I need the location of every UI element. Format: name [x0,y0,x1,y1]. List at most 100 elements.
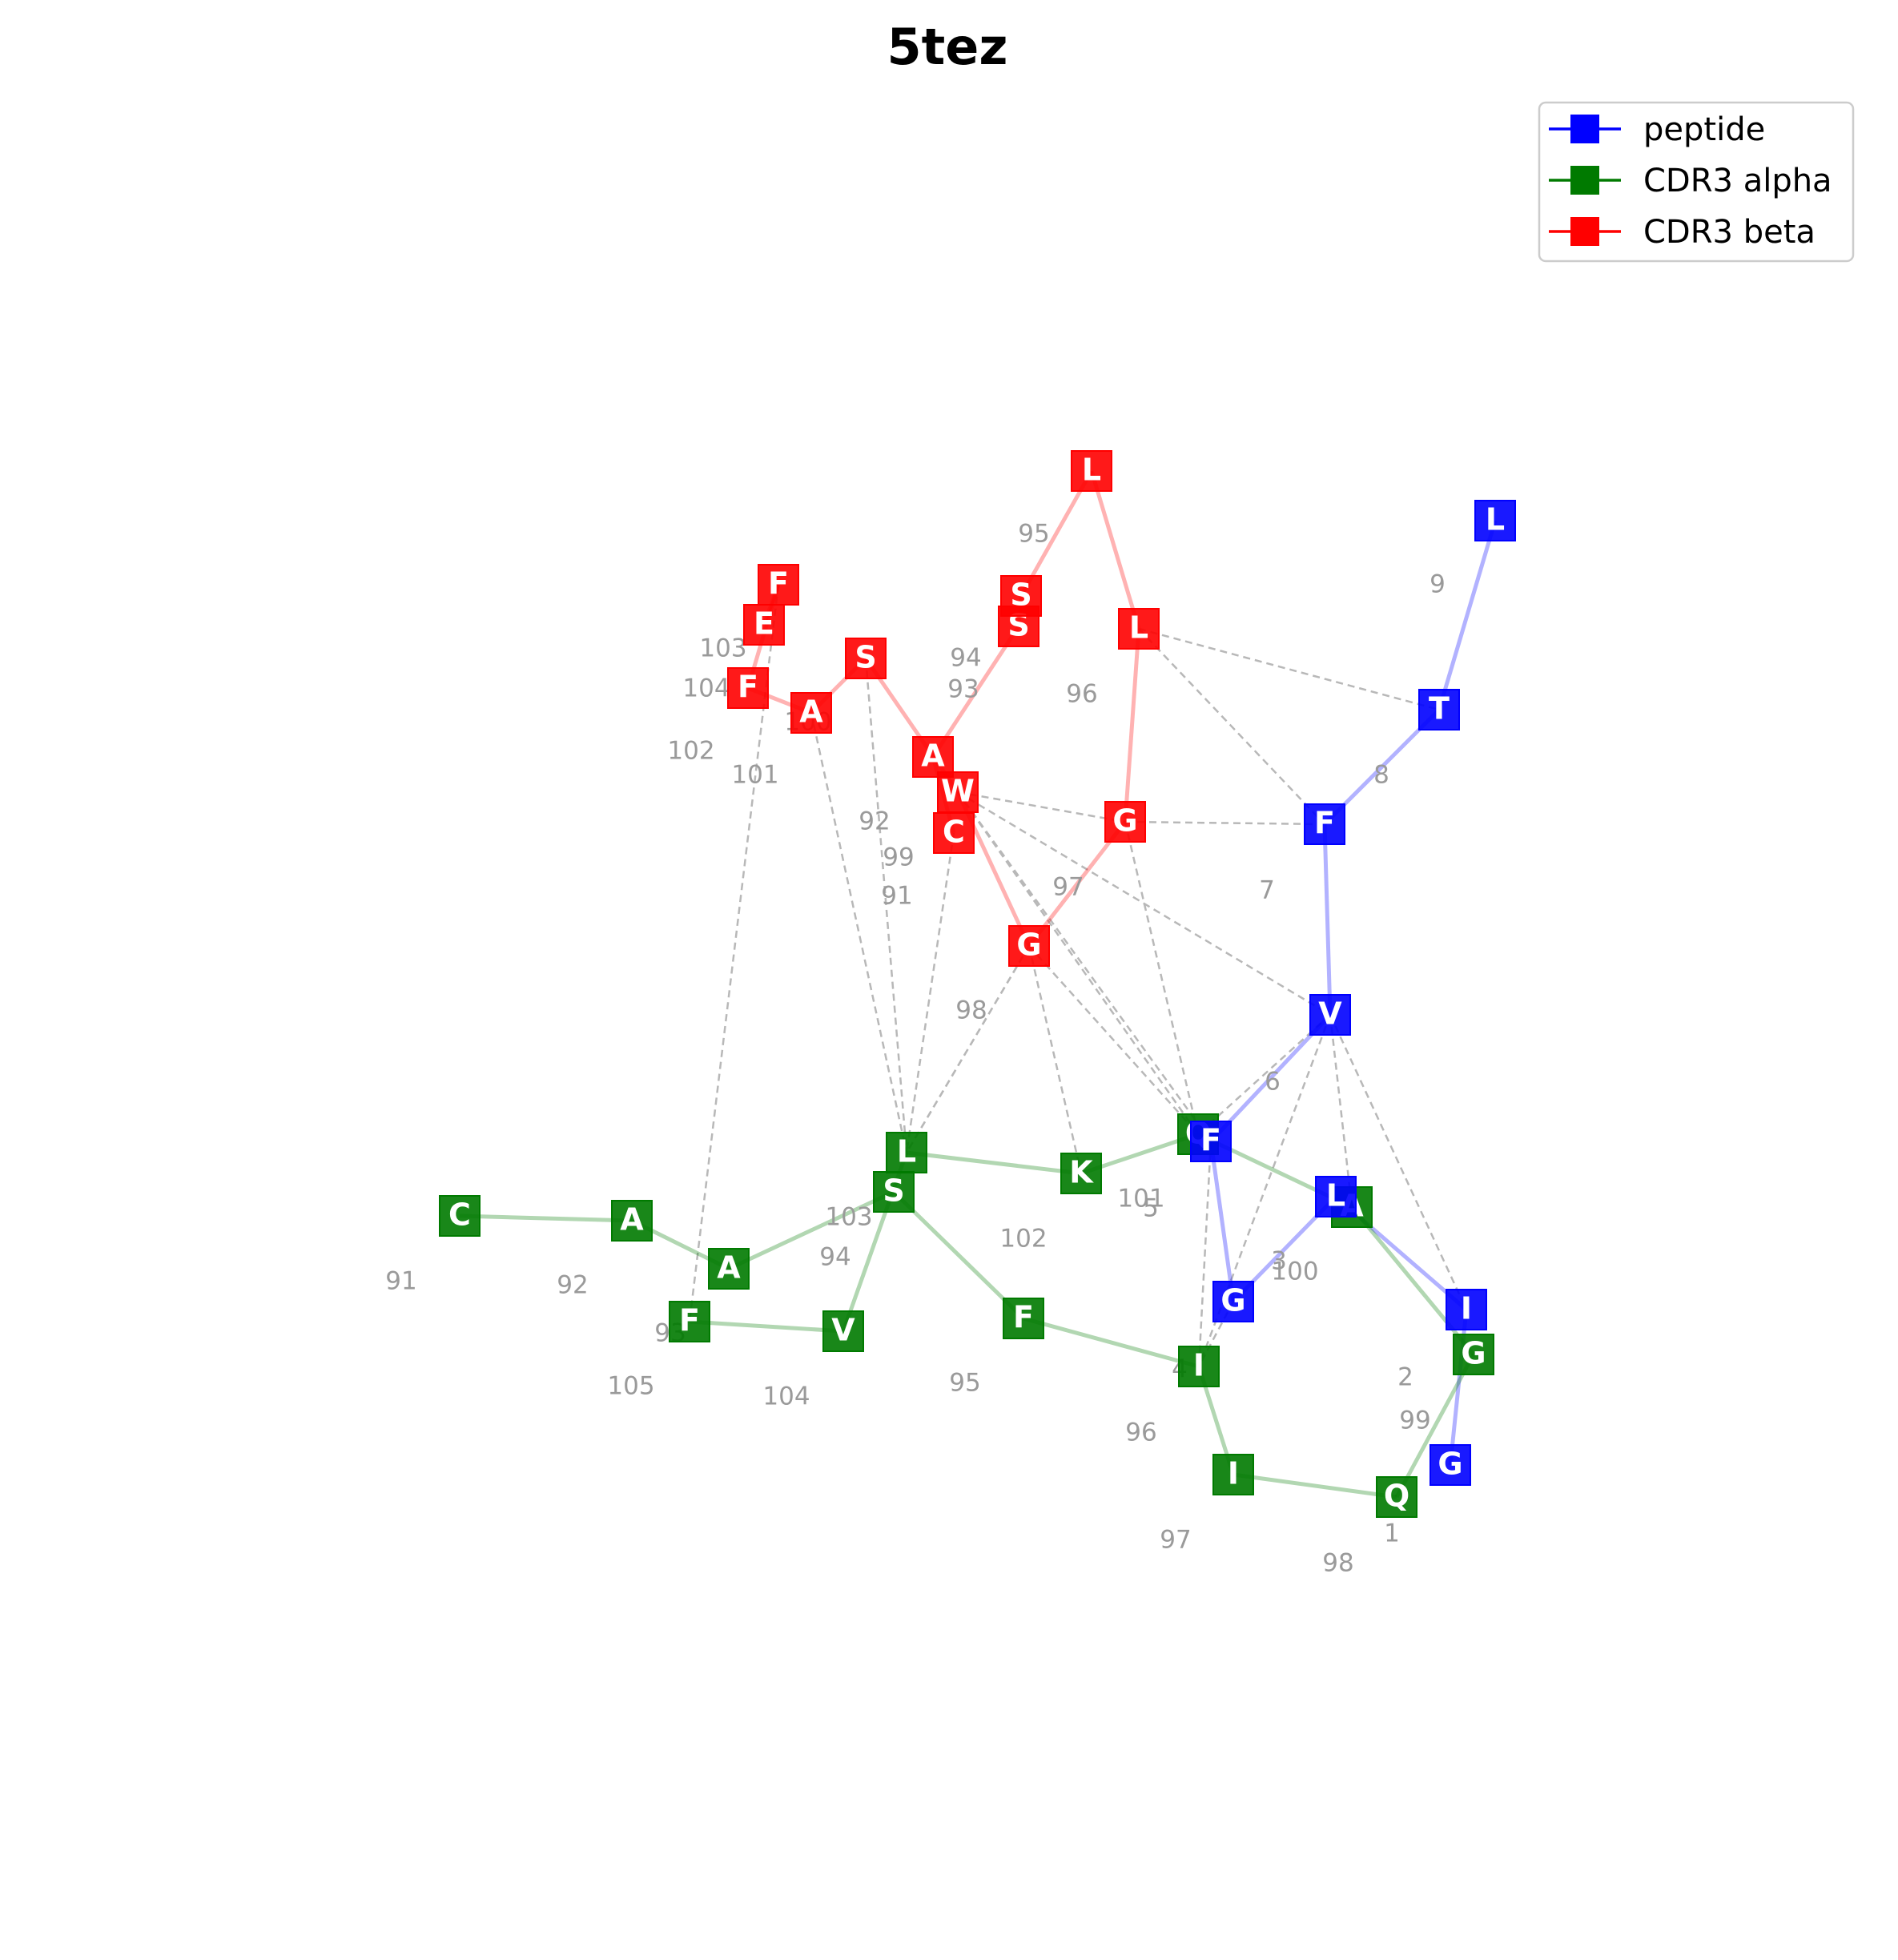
beta-residue-letter: E [754,606,774,642]
residue-numbers: 1234567899192939495969798991001011021031… [385,520,1446,1578]
legend-label-cdr3-beta: CDR3 beta [1643,214,1816,251]
alpha-backbone-line [727,1189,895,1271]
beta-residue-number: 103 [699,634,746,663]
alpha-backbone-line [1394,1353,1476,1499]
beta-residue-node: S [845,638,887,679]
alpha-backbone-line [892,1190,1025,1320]
peptide-residue-node: T [1418,689,1460,730]
alpha-residue-number: 98 [1322,1549,1353,1578]
peptide-residue-node: G [1212,1281,1254,1322]
residue-nodes: CASSLLGGWSAFFECAASFIIQGAQKLVFGILGFVFTL [439,450,1516,1518]
alpha-residue-number: 100 [1271,1258,1318,1286]
beta-residue-letter: C [943,815,965,850]
legend-label-cdr3-alpha: CDR3 alpha [1643,163,1832,199]
peptide-backbone-line [1209,1013,1332,1143]
beta-backbone-line [1123,628,1141,823]
contact-line [905,832,955,1153]
contact-line [1197,1141,1212,1367]
beta-residue-number: 104 [682,674,730,703]
beta-residue-number: 91 [881,882,912,911]
alpha-residue-letter: A [620,1202,644,1238]
beta-residue-node: A [912,736,954,778]
peptide-residue-number: 5 [1143,1194,1159,1223]
peptide-backbone-line [1437,520,1498,710]
beta-residue-box [1071,450,1112,492]
beta-residue-box [937,771,979,813]
alpha-residue-letter: C [448,1197,471,1233]
alpha-residue-node: A [708,1248,750,1290]
beta-residue-number: 93 [947,675,979,704]
alpha-residue-letter: Q [1384,1479,1409,1514]
alpha-residue-number: 102 [999,1225,1047,1254]
contact-line [1124,820,1325,826]
beta-residue-box [743,604,785,646]
peptide-residue-number: 7 [1259,876,1275,905]
alpha-residue-box [708,1248,750,1290]
alpha-residue-node: S [873,1171,915,1213]
peptide-residue-node: F [1190,1121,1232,1162]
legend-box [1538,101,1855,263]
peptide-residue-node: I [1446,1289,1487,1330]
beta-residue-number: 101 [731,761,778,790]
beta-residue-node: G [1104,801,1146,843]
alpha-residue-number: 92 [557,1271,588,1300]
beta-residue-box [912,736,954,778]
beta-residue-box [845,638,887,679]
peptide-residue-letter: I [1461,1291,1472,1326]
beta-residue-node: S [1000,575,1042,617]
alpha-residue-node: I [1212,1454,1254,1495]
peptide-residue-box [1309,994,1351,1036]
alpha-residue-letter: F [1013,1300,1034,1335]
backbone-lines [459,469,1498,1499]
beta-residue-letter: L [1082,453,1101,488]
alpha-residue-number: 97 [1160,1526,1191,1555]
alpha-backbone-line [459,1213,633,1223]
alpha-residue-node: K [1060,1153,1102,1194]
peptide-residue-letter: F [1314,806,1335,841]
beta-residue-node: C [933,812,975,854]
alpha-residue-letter: V [831,1313,855,1348]
beta-residue-letter: A [921,739,945,774]
alpha-residue-letter: F [679,1303,700,1338]
peptide-backbone-line [1322,823,1333,1016]
beta-residue-number: 94 [950,644,981,673]
beta-residue-node: L [1071,450,1112,492]
legend-marker-peptide [1570,115,1599,143]
contact-line [864,658,908,1153]
beta-residue-box [933,812,975,854]
legend-item-cdr3-beta: CDR3 beta [1549,214,1816,251]
alpha-backbone-line [1232,1472,1397,1499]
peptide-residue-number: 3 [1271,1247,1287,1276]
contact-line [957,791,1331,1016]
alpha-residue-node: C [439,1195,481,1237]
contact-line [1197,1014,1331,1135]
peptide-residue-box [1315,1176,1357,1217]
contact-line [1124,821,1200,1135]
alpha-residue-node: G [1453,1334,1494,1375]
alpha-residue-node: I [1178,1346,1220,1387]
legend-marker-cdr3-beta [1570,217,1599,246]
peptide-residue-box [1446,1289,1487,1330]
beta-residue-number: 92 [859,807,890,836]
peptide-residue-letter: G [1438,1447,1462,1482]
alpha-residue-letter: I [1193,1348,1204,1383]
beta-residue-number: 99 [883,843,914,872]
beta-residue-letter: F [768,566,789,602]
peptide-backbone-line [1208,1141,1236,1302]
alpha-residue-box [611,1200,653,1242]
contact-line [1138,627,1440,711]
contact-line [905,945,1031,1153]
peptide-residue-box [1418,689,1460,730]
contact-line [957,791,1126,823]
legend-item-cdr3-alpha: CDR3 alpha [1549,163,1832,199]
contact-line [1027,945,1083,1174]
alpha-residue-box [669,1301,710,1342]
alpha-residue-box [1376,1476,1417,1518]
peptide-residue-number: 8 [1373,761,1389,790]
contact-line [1028,945,1199,1135]
alpha-residue-box [873,1171,915,1213]
beta-residue-number: 95 [1018,520,1049,549]
beta-residue-letter: G [1016,928,1041,963]
beta-residue-number: 97 [1052,873,1084,902]
alpha-residue-box [1212,1454,1254,1495]
